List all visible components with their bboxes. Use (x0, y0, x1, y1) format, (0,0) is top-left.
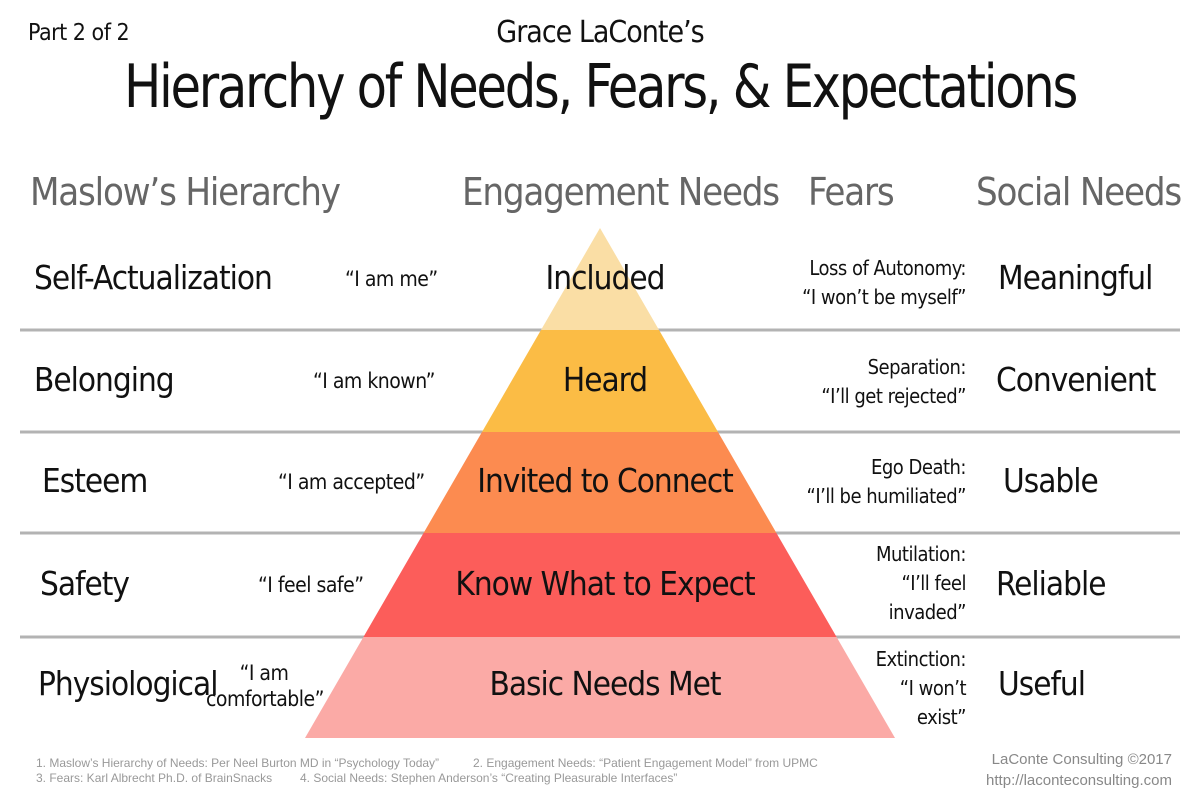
pyramid-layers (305, 228, 895, 738)
social-need-usable: Usable (1003, 461, 1099, 500)
fear-line: Separation: (867, 355, 967, 379)
maslow-quote: “I am comfortable” (206, 660, 324, 712)
maslow-level-physiological: Physiological (38, 664, 218, 703)
column-header-social: Social Needs (976, 170, 1182, 214)
footer-source-3: 3. Fears: Karl Albrecht Ph.D. of BrainSn… (36, 771, 273, 785)
fear-line: “I’ll be humiliated” (806, 484, 967, 508)
pyramid-layer-heard (482, 330, 718, 432)
engagement-need-included: Included (545, 258, 666, 297)
column-header-engagement: Engagement Needs (462, 170, 780, 214)
maslow-level-esteem: Esteem (42, 461, 148, 500)
pyramid-layer-included (541, 228, 659, 330)
maslow-level-safety: Safety (40, 564, 130, 603)
engagement-need-basic-needs-met: Basic Needs Met (489, 664, 721, 703)
fear-line: Ego Death: (871, 455, 966, 479)
fear-line: Extinction: (875, 647, 967, 671)
pyramid-layer-invited-to-connect (423, 432, 777, 533)
footer-copyright: LaConte Consulting ©2017 (991, 751, 1172, 768)
fear-line: “I’ll feel (901, 571, 966, 595)
fear-line: exist” (916, 705, 967, 729)
engagement-need-invited-to-connect: Invited to Connect (477, 461, 734, 500)
part-label: Part 2 of 2 (28, 20, 130, 46)
engagement-need-know-what-to-expect: Know What to Expect (455, 564, 755, 603)
social-need-useful: Useful (998, 664, 1086, 703)
author-name: Grace LaConte’s (496, 15, 704, 50)
social-need-convenient: Convenient (996, 360, 1156, 399)
fear-line: “I’ll get rejected” (821, 384, 966, 408)
fear-ego-death: Ego Death: “I’ll be humiliated” (807, 453, 967, 511)
fear-line: invaded” (888, 600, 967, 624)
fear-line: Mutilation: (875, 542, 967, 566)
fear-extinction: Extinction: “I won’t exist” (875, 645, 967, 732)
fear-loss-of-autonomy: Loss of Autonomy: “I won’t be myself” (802, 254, 966, 312)
quote-line: “I am (239, 661, 289, 685)
column-header-fears: Fears (808, 170, 895, 214)
maslow-level-self-actualization: Self-Actualization (34, 258, 273, 297)
maslow-quote: “I feel safe” (258, 573, 364, 597)
maslow-level-belonging: Belonging (34, 360, 175, 399)
footer-source-2: 2. Engagement Needs: “Patient Engagement… (473, 756, 818, 770)
social-need-reliable: Reliable (996, 564, 1106, 603)
footer-source-4: 4. Social Needs: Stephen Anderson’s “Cre… (300, 771, 678, 785)
social-need-meaningful: Meaningful (998, 258, 1153, 297)
fear-line: “I won’t (899, 676, 967, 700)
fear-mutilation: Mutilation: “I’ll feel invaded” (875, 540, 967, 627)
footer-url: http://laconteconsulting.com (986, 772, 1172, 789)
pyramid-layer-know-what-to-expect (363, 533, 837, 637)
fear-line: Loss of Autonomy: (809, 256, 966, 280)
fear-separation: Separation: “I’ll get rejected” (821, 353, 966, 411)
maslow-quote: “I am known” (313, 369, 435, 393)
maslow-quote: “I am me” (345, 267, 438, 291)
quote-line: comfortable” (206, 687, 324, 711)
page-title: Hierarchy of Needs, Fears, & Expectation… (123, 52, 1078, 122)
footer-source-1: 1. Maslow’s Hierarchy of Needs: Per Neel… (36, 756, 440, 770)
fear-line: “I won’t be myself” (802, 285, 966, 309)
engagement-need-heard: Heard (562, 360, 648, 399)
column-header-maslow: Maslow’s Hierarchy (30, 170, 341, 214)
maslow-quote: “I am accepted” (278, 470, 425, 494)
pyramid-layer-basic-needs-met (305, 637, 895, 738)
